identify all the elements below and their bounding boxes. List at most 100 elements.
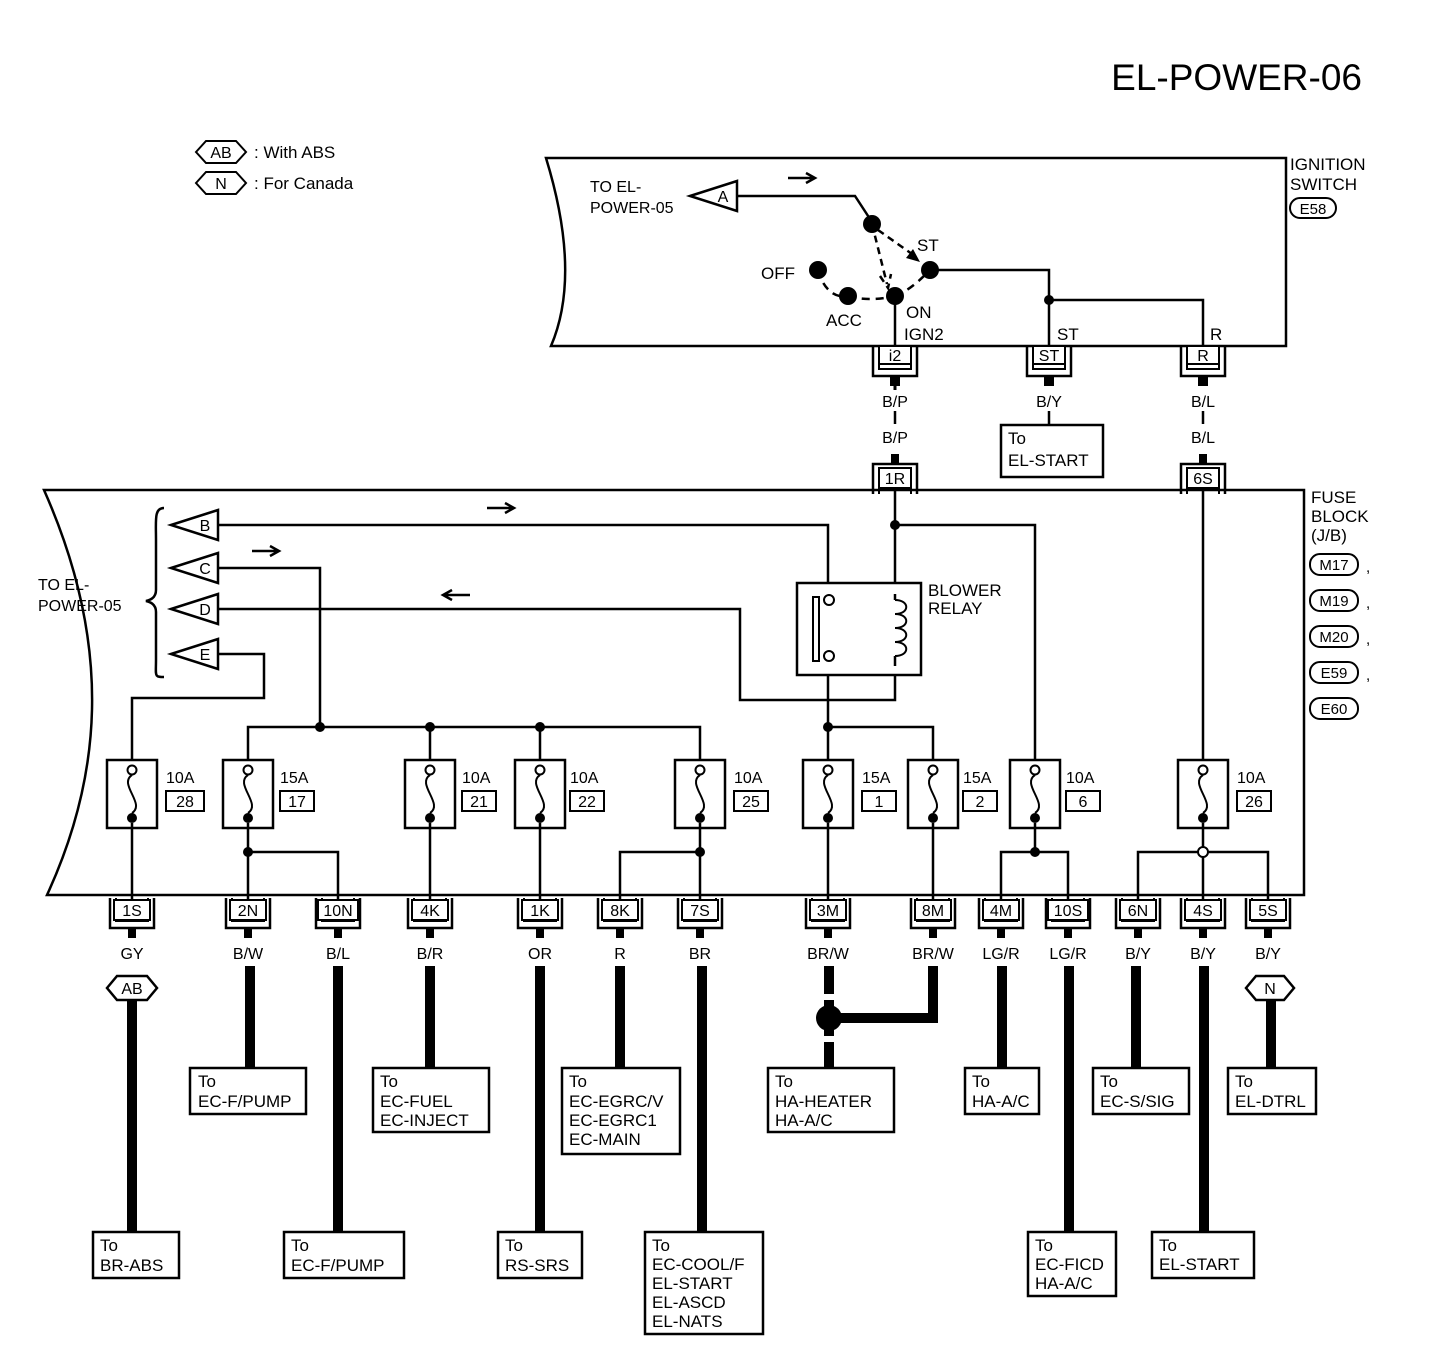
dest-line: To bbox=[198, 1072, 216, 1091]
terminal-i2: i2 bbox=[889, 348, 902, 365]
wire-brw-1: BR/W bbox=[807, 946, 850, 963]
destination-el-start: To EL-START bbox=[1150, 1230, 1256, 1280]
legend-canada-tag: N bbox=[215, 176, 227, 193]
dest-line: To bbox=[569, 1072, 587, 1091]
fuse-17-amp: 15A bbox=[280, 770, 309, 787]
dest-line: RS-SRS bbox=[505, 1256, 569, 1275]
feed-e: E bbox=[200, 647, 211, 664]
fuse-block-name-2: BLOCK bbox=[1311, 507, 1369, 526]
destination-ha-ac: To HA-A/C bbox=[963, 1066, 1041, 1116]
destination-rs-srs: To RS-SRS bbox=[496, 1230, 584, 1280]
dest-line: HA-A/C bbox=[775, 1111, 833, 1130]
ignition-to-label: TO EL- bbox=[590, 179, 641, 196]
dest-line: HA-A/C bbox=[972, 1092, 1030, 1111]
canada-option-tag: N bbox=[1264, 981, 1276, 998]
feed-c: C bbox=[199, 561, 211, 578]
blower-relay-label-2: RELAY bbox=[928, 599, 983, 618]
brace-icon bbox=[145, 506, 165, 679]
destinations: To BR-ABS To EC-F/PUMP To EC-F/PUMP To E… bbox=[91, 1066, 1318, 1336]
ignition-switch-connector: E58 bbox=[1300, 201, 1327, 218]
legend-canada-text: : For Canada bbox=[254, 174, 354, 193]
wire-by-1: B/Y bbox=[1125, 946, 1151, 963]
dest-line: EL-NATS bbox=[652, 1312, 723, 1331]
fb-connector-m17: M17 bbox=[1319, 557, 1348, 574]
destination-ha-heater: To HA-HEATER HA-A/C bbox=[766, 1066, 896, 1134]
terminal-r: R bbox=[1197, 348, 1209, 365]
fuse-block-connector-list: M17 , M19 , M20 , E59 , E60 bbox=[1309, 553, 1370, 720]
dest-line: HA-A/C bbox=[1035, 1274, 1093, 1293]
dest-line: EC-FUEL bbox=[380, 1092, 453, 1111]
out-conn-7s: 7S bbox=[690, 903, 710, 920]
ignition-switch: IGNITION SWITCH E58 TO EL- POWER-05 A OF… bbox=[544, 155, 1366, 479]
fb-connector-e60: E60 bbox=[1321, 701, 1348, 718]
fb-separator: , bbox=[1366, 631, 1370, 648]
dest-line: To bbox=[100, 1236, 118, 1255]
wire-bw: B/W bbox=[233, 946, 264, 963]
dest-line: EL-START bbox=[652, 1274, 733, 1293]
fuse-1-amp: 15A bbox=[862, 770, 891, 787]
fuse-block-to-label: TO EL- bbox=[38, 577, 89, 594]
fuse-2-amp: 15A bbox=[963, 770, 992, 787]
fb-separator: , bbox=[1366, 667, 1370, 684]
legend-abs-text: : With ABS bbox=[254, 143, 335, 162]
dest-line: EC-F/PUMP bbox=[198, 1092, 292, 1111]
flow-arrow-icon bbox=[440, 588, 470, 602]
fuse-1-number: 1 bbox=[875, 794, 884, 811]
wire-br: BR bbox=[689, 946, 711, 963]
ignition-to-label-2: POWER-05 bbox=[590, 200, 674, 217]
feed-b: B bbox=[200, 518, 211, 535]
destination-ec-fpump-1: To EC-F/PUMP bbox=[188, 1066, 308, 1116]
feed-d: D bbox=[199, 602, 211, 619]
destination-ec-egrc: To EC-EGRC/V EC-EGRC1 EC-MAIN bbox=[560, 1066, 682, 1156]
destination-ec-ficd: To EC-FICD HA-A/C bbox=[1026, 1230, 1118, 1298]
wire-r: R bbox=[614, 946, 626, 963]
canada-option-hex-icon bbox=[1244, 974, 1296, 1002]
out-conn-10s: 10S bbox=[1054, 903, 1082, 920]
dest-line: EC-EGRC1 bbox=[569, 1111, 657, 1130]
fuse-block: FUSE BLOCK (J/B) M17 , M19 , M20 , E59 ,… bbox=[38, 411, 1370, 900]
fb-connector-e59: E59 bbox=[1321, 665, 1348, 682]
abs-hex-icon bbox=[194, 140, 248, 164]
dest-line: HA-HEATER bbox=[775, 1092, 872, 1111]
out-conn-10n: 10N bbox=[323, 903, 352, 920]
feed-b-triangle-icon bbox=[166, 508, 220, 542]
destination-el-dtrl: To EL-DTRL bbox=[1226, 1066, 1318, 1116]
switch-pos-ign2: IGN2 bbox=[904, 325, 944, 344]
wire-bp-top: B/P bbox=[882, 394, 908, 411]
wire-by-2: B/Y bbox=[1190, 946, 1216, 963]
relay-coil-icon bbox=[894, 599, 908, 657]
terminal-st-label: ST bbox=[1057, 325, 1079, 344]
dest-line: To bbox=[1100, 1072, 1118, 1091]
fuse-6-number: 6 bbox=[1079, 794, 1088, 811]
canada-hex-icon bbox=[194, 171, 248, 195]
blower-relay bbox=[795, 581, 923, 677]
fb-input-1r: 1R bbox=[885, 471, 905, 488]
fuse-22-number: 22 bbox=[578, 794, 596, 811]
fuse-6-amp: 10A bbox=[1066, 770, 1095, 787]
dest-line: EC-S/SIG bbox=[1100, 1092, 1175, 1111]
out-conn-1s: 1S bbox=[122, 903, 142, 920]
fuse-block-name-3: (J/B) bbox=[1311, 526, 1347, 545]
wire-bl-bottom: B/L bbox=[1191, 430, 1215, 447]
dest-line: EC-EGRC/V bbox=[569, 1092, 664, 1111]
ignition-switch-outline bbox=[544, 156, 1288, 348]
wire-by-st: B/Y bbox=[1036, 394, 1062, 411]
fb-connector-m20: M20 bbox=[1319, 629, 1348, 646]
output-connectors: 1S 2N 10N 4K 1K 8K 7S 3M 8M 4M 10S 6N bbox=[105, 896, 1296, 1232]
fb-separator: , bbox=[1366, 595, 1370, 612]
connector-a-triangle-icon bbox=[685, 179, 739, 213]
dest-line: To bbox=[380, 1072, 398, 1091]
wire-lgr-2: LG/R bbox=[1049, 946, 1086, 963]
flow-arrow-icon bbox=[252, 544, 282, 558]
destination-br-abs: To BR-ABS bbox=[91, 1230, 181, 1280]
dest-line: To bbox=[972, 1072, 990, 1091]
dest-line: To bbox=[505, 1236, 523, 1255]
dest-line: To bbox=[1035, 1236, 1053, 1255]
dest-line: EC-F/PUMP bbox=[291, 1256, 385, 1275]
splice-icon bbox=[816, 1005, 842, 1031]
out-conn-8k: 8K bbox=[610, 903, 630, 920]
out-conn-1k: 1K bbox=[530, 903, 550, 920]
st-destination-box bbox=[999, 423, 1105, 479]
legend-abs: AB : With ABS bbox=[194, 140, 335, 164]
